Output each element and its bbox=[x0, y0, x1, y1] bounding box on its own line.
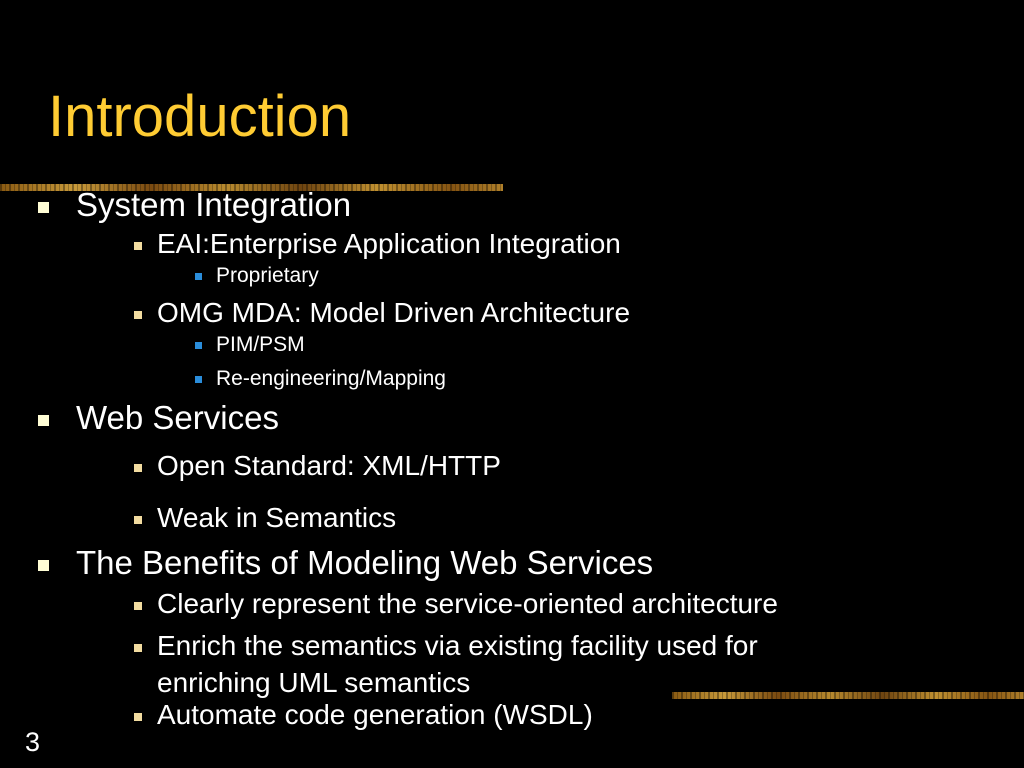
bullet-proprietary: Proprietary bbox=[195, 264, 319, 287]
bullet-enrich-semantics-continued: enriching UML semantics bbox=[157, 669, 470, 697]
bullet-weak-semantics: Weak in Semantics bbox=[134, 502, 397, 533]
bullet-square-icon bbox=[134, 713, 142, 721]
bullet-pim-psm: PIM/PSM bbox=[195, 333, 305, 356]
bullet-omg-mda: OMG MDA: Model Driven Architecture bbox=[134, 297, 631, 328]
bullet-text: Web Services bbox=[76, 399, 279, 436]
bullet-square-icon bbox=[134, 311, 142, 319]
bullet-text: Re-engineering/Mapping bbox=[216, 367, 446, 390]
bullet-square-icon bbox=[195, 273, 202, 280]
bullet-text: Weak in Semantics bbox=[157, 502, 397, 533]
bullet-text: Open Standard: XML/HTTP bbox=[157, 450, 501, 481]
decorative-rule-bottom bbox=[672, 692, 1024, 699]
bullet-automate-codegen: Automate code generation (WSDL) bbox=[134, 699, 593, 730]
bullet-square-icon bbox=[134, 242, 142, 250]
bullet-square-icon bbox=[134, 602, 142, 610]
decorative-rule-top bbox=[0, 184, 503, 191]
bullet-text: OMG MDA: Model Driven Architecture bbox=[157, 297, 631, 328]
bullet-text: System Integration bbox=[76, 186, 352, 223]
bullet-text: Clearly represent the service-oriented a… bbox=[157, 588, 778, 619]
bullet-text: Automate code generation (WSDL) bbox=[157, 699, 593, 730]
bullet-clearly-represent: Clearly represent the service-oriented a… bbox=[134, 588, 778, 619]
bullet-enrich-semantics: Enrich the semantics via existing facili… bbox=[134, 630, 758, 661]
bullet-open-standard: Open Standard: XML/HTTP bbox=[134, 450, 501, 481]
bullet-benefits-modeling: The Benefits of Modeling Web Services bbox=[38, 544, 654, 581]
bullet-square-icon bbox=[38, 202, 49, 213]
bullet-text: Proprietary bbox=[216, 264, 319, 287]
bullet-web-services: Web Services bbox=[38, 399, 279, 436]
bullet-re-engineering: Re-engineering/Mapping bbox=[195, 367, 446, 390]
bullet-eai: EAI:Enterprise Application Integration bbox=[134, 228, 621, 259]
slide-title: Introduction bbox=[48, 84, 352, 149]
bullet-text: The Benefits of Modeling Web Services bbox=[76, 544, 654, 581]
bullet-square-icon bbox=[38, 560, 49, 571]
bullet-square-icon bbox=[195, 376, 202, 383]
bullet-square-icon bbox=[134, 464, 142, 472]
bullet-system-integration: System Integration bbox=[38, 186, 352, 223]
bullet-text: PIM/PSM bbox=[216, 333, 305, 356]
bullet-text: enriching UML semantics bbox=[157, 667, 471, 698]
page-number: 3 bbox=[25, 727, 41, 757]
bullet-square-icon bbox=[134, 516, 142, 524]
bullet-square-icon bbox=[195, 342, 202, 349]
bullet-text: EAI:Enterprise Application Integration bbox=[157, 228, 621, 259]
bullet-square-icon bbox=[134, 644, 142, 652]
bullet-square-icon bbox=[38, 415, 49, 426]
bullet-text: Enrich the semantics via existing facili… bbox=[157, 630, 758, 661]
